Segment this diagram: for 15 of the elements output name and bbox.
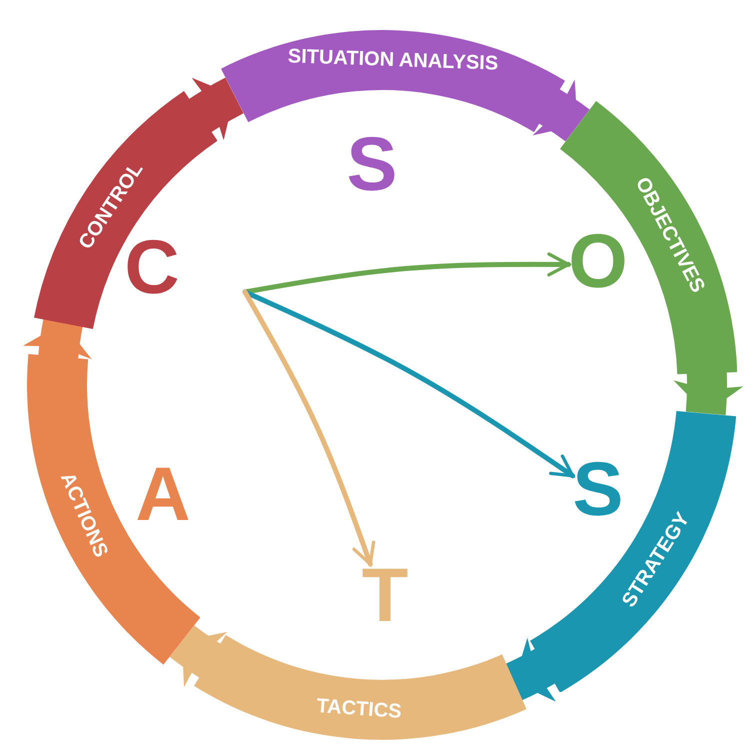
stage-letter: O bbox=[568, 224, 628, 300]
cycle-arrow bbox=[532, 79, 590, 142]
cycle-arrow bbox=[23, 319, 92, 362]
stage-label: TACTICS bbox=[316, 696, 402, 722]
arrow bbox=[242, 290, 576, 478]
cycle-arrow bbox=[506, 638, 557, 702]
stage-letter: A bbox=[136, 457, 190, 533]
cycle-arrow bbox=[170, 625, 227, 688]
cycle-arrow bbox=[186, 78, 244, 140]
stage-letter: S bbox=[346, 127, 398, 203]
arrow bbox=[242, 290, 376, 567]
stage-label: SITUATION ANALYSIS bbox=[288, 46, 499, 74]
stage-letter: T bbox=[362, 558, 408, 634]
stage-letter: S bbox=[572, 452, 624, 528]
cycle-arrow bbox=[672, 370, 743, 415]
